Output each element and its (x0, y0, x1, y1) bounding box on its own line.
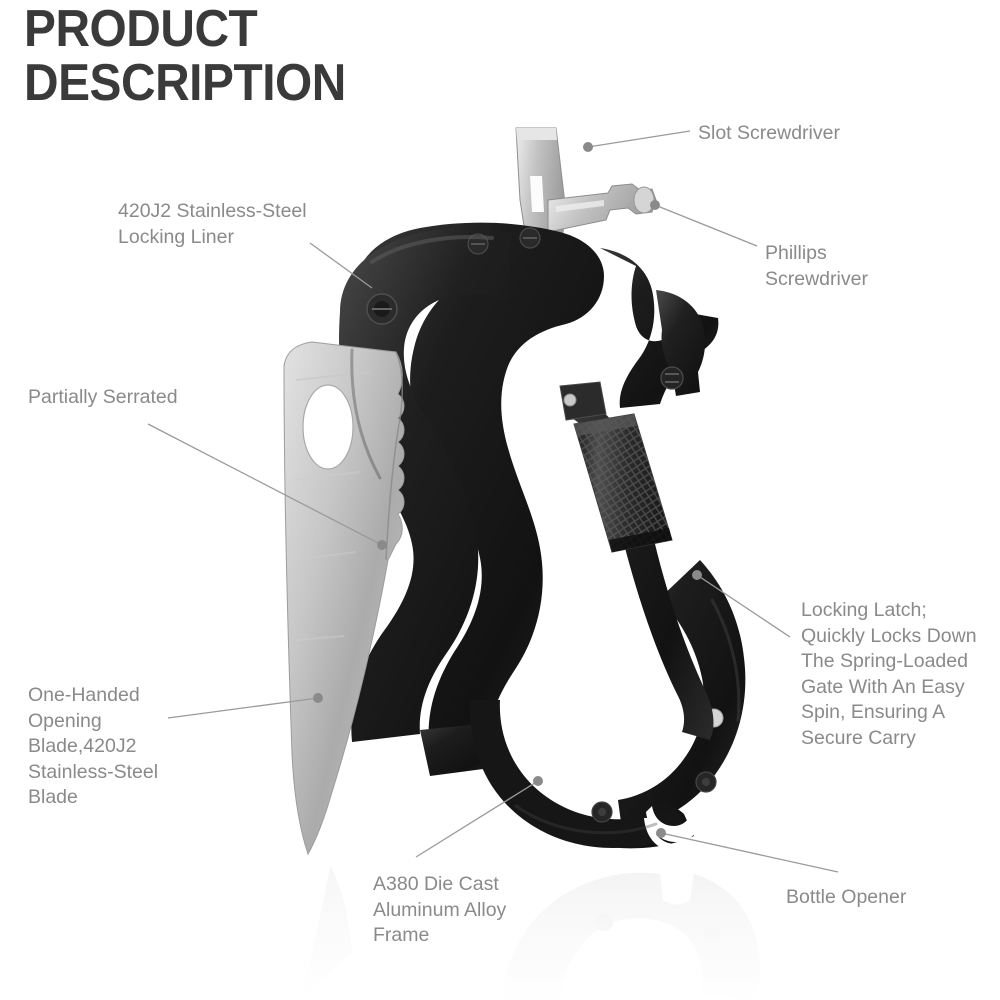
callout-locking-liner: 420J2 Stainless-Steel Locking Liner (118, 200, 307, 248)
knurled-locking-latch-part (573, 413, 673, 553)
callout-partially-serrated: Partially Serrated (28, 386, 178, 408)
phillips-screwdriver-part (547, 183, 657, 233)
callout-bottle-opener: Bottle Opener (786, 886, 907, 908)
callout-slot-screwdriver: Slot Screwdriver (698, 122, 840, 144)
leader-phillips-screwdriver (654, 204, 758, 247)
callout-one-handed-blade: One-Handed Opening Blade,420J2 Stainless… (28, 684, 159, 808)
spring-loaded-gate-part (559, 381, 714, 740)
aluminum-alloy-frame-part (339, 222, 746, 852)
leader-slot-screwdriver (587, 130, 691, 148)
leader-partially-serrated (147, 423, 383, 546)
slot-screwdriver-part (515, 127, 567, 253)
partially-serrated-blade-part (283, 341, 405, 856)
leader-bottle-opener (660, 832, 839, 873)
callout-phillips-screwdriver: Phillips Screwdriver (765, 242, 868, 290)
callout-locking-latch: Locking Latch; Quickly Locks Down The Sp… (801, 599, 977, 749)
page-title: PRODUCT DESCRIPTION (24, 0, 346, 112)
frame-screws (366, 227, 724, 823)
leader-endpoint-dots (313, 142, 702, 838)
frame-highlights (350, 235, 741, 835)
callout-aluminum-frame: A380 Die Cast Aluminum Alloy Frame (373, 873, 507, 946)
leader-locking-latch (696, 574, 791, 638)
leader-aluminum-frame (415, 780, 539, 858)
